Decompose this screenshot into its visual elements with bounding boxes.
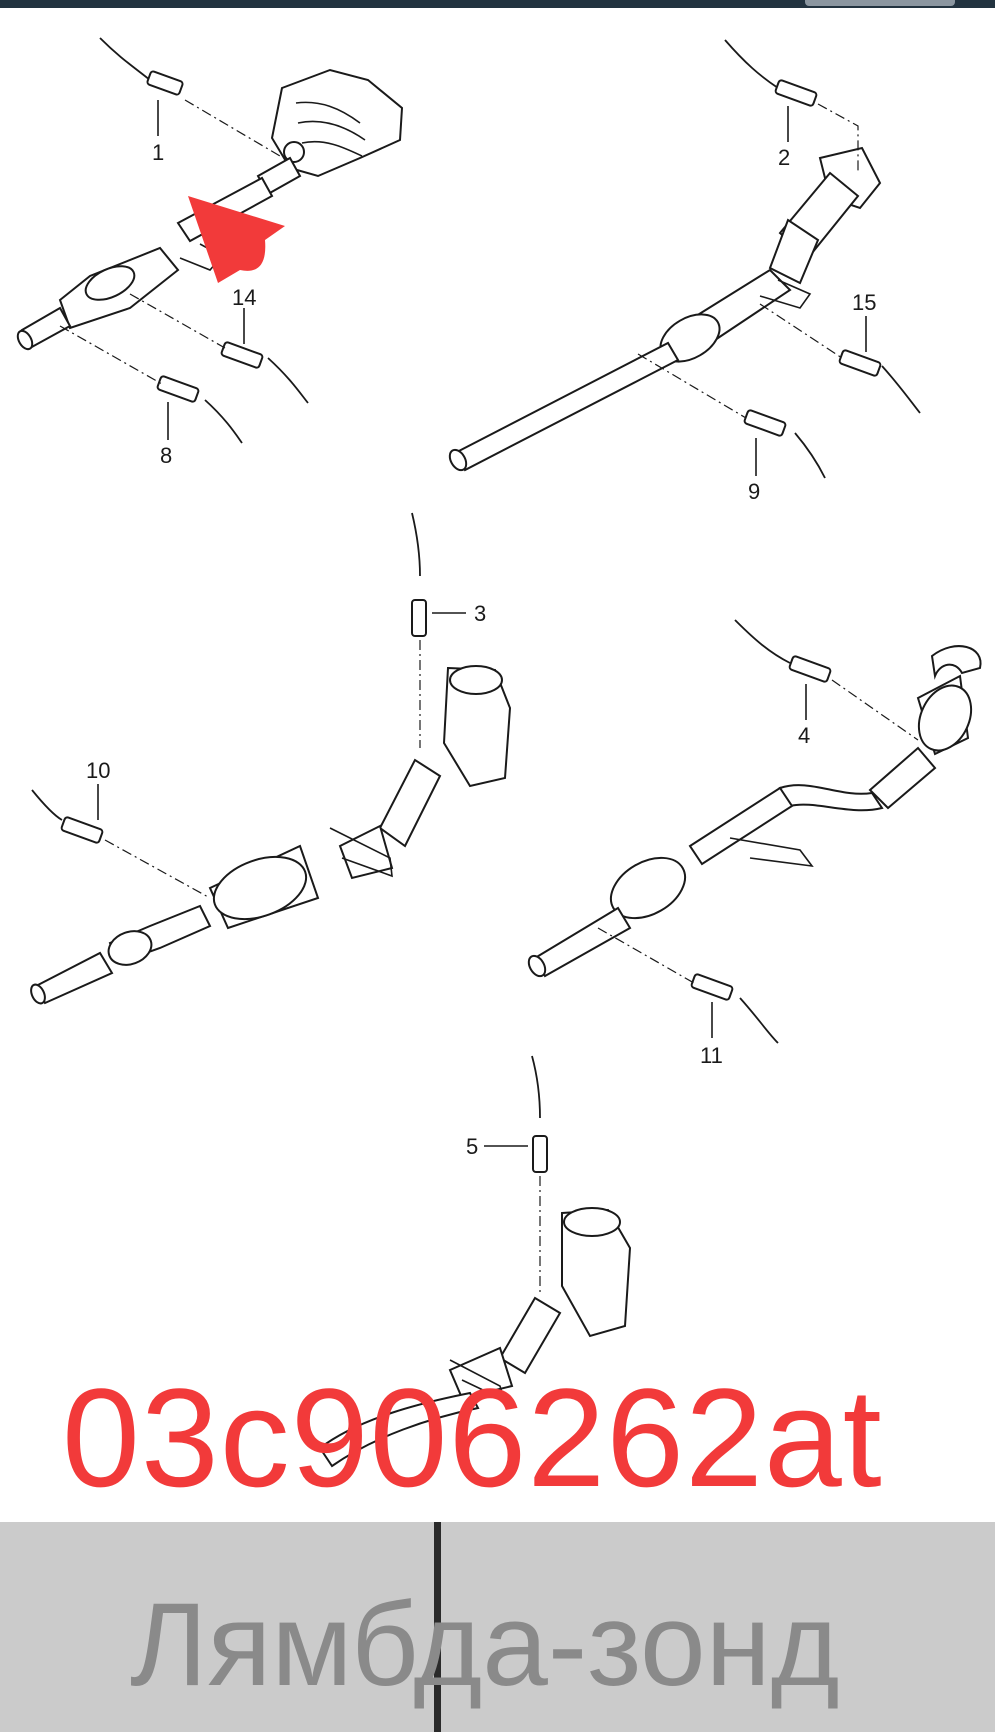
mid-pipe-4	[778, 784, 884, 812]
rear-pipe-4	[533, 906, 632, 978]
dashline-1	[184, 99, 281, 157]
turbo-elbow	[930, 645, 982, 680]
rear-box-mid	[107, 930, 153, 966]
dashline-8	[59, 325, 163, 385]
tail-mid-end	[30, 983, 46, 1005]
manifold-runners	[295, 101, 366, 157]
sensor-3-wire	[411, 512, 421, 577]
sensor-9-body	[743, 409, 787, 437]
dashline-15	[759, 303, 843, 359]
dashline-4	[831, 679, 919, 741]
assembly-bottom	[318, 1055, 632, 1468]
dashline-14	[129, 293, 226, 349]
sensor-11-wire	[739, 997, 779, 1044]
downpipe-5	[498, 1296, 562, 1375]
status-bar	[0, 0, 995, 8]
dashline-9	[637, 353, 747, 419]
flex-mid	[338, 824, 394, 880]
bracket-5	[449, 1359, 506, 1402]
turbo-inlet	[449, 665, 503, 695]
tail-mid	[34, 951, 114, 1005]
sensor-10-wire	[31, 789, 63, 821]
rear-pipe-4-end	[527, 954, 547, 978]
sensor-15-body	[838, 349, 882, 377]
tailpipe-end	[16, 329, 34, 351]
converter-shell	[84, 265, 136, 301]
manifold-flange	[283, 141, 305, 163]
assembly-top-right	[448, 39, 921, 479]
sensor-2-body	[774, 79, 818, 107]
flex-4	[868, 746, 937, 810]
turbo-inlet-5	[563, 1207, 621, 1237]
footer-banner: Лямбда-зонд	[0, 1522, 995, 1732]
sensor-1-wire	[99, 37, 151, 81]
sensor-8-body	[156, 375, 200, 403]
callout-1: 1	[152, 140, 164, 165]
callout-3: 3	[474, 601, 486, 626]
sensor-9-wire	[794, 432, 826, 479]
callout-11: 11	[700, 1043, 723, 1068]
sensor-11-body	[690, 973, 734, 1001]
callout-2: 2	[778, 145, 790, 170]
rear-pipe-end	[448, 448, 468, 472]
silencer-4	[610, 856, 686, 920]
callout-8: 8	[160, 443, 172, 468]
callout-14: 14	[232, 285, 256, 310]
sensor-1-body	[146, 70, 184, 96]
downpipe-mid	[378, 758, 442, 848]
sensor-10-body	[60, 816, 104, 844]
callout-15: 15	[852, 290, 876, 315]
pipe-4	[688, 786, 794, 866]
sensor-15-wire	[881, 365, 921, 414]
sensor-2-wire	[724, 39, 779, 89]
exhaust-diagram-svg: 1 2 3 4 5 8 9 10 11 14 15	[16, 37, 982, 1468]
rear-pipe	[453, 341, 680, 472]
callout-4: 4	[798, 723, 810, 748]
dashline-2	[817, 103, 859, 173]
red-arrow-marker	[188, 196, 285, 283]
sensor-5-body	[532, 1135, 548, 1173]
flex-joint	[768, 218, 820, 285]
bracket-mid	[329, 827, 393, 878]
sensor-14-wire	[267, 357, 309, 404]
assembly-middle-right	[527, 619, 982, 1044]
bracket-right	[759, 279, 812, 309]
callout-10: 10	[86, 758, 110, 783]
bracket-4	[729, 837, 814, 868]
sensor-4-body	[788, 655, 832, 683]
pipe-5	[318, 1391, 480, 1468]
part-number-overlay: 03c906262at	[62, 1359, 883, 1516]
exhaust-diagram: 1 2 3 4 5 8 9 10 11 14 15	[0, 8, 995, 1522]
status-bar-indicator	[805, 0, 955, 6]
callout-5: 5	[466, 1134, 478, 1159]
silencer-shell-mid	[212, 855, 308, 921]
flex-5	[448, 1346, 514, 1400]
footer-label: Лямбда-зонд	[130, 1579, 840, 1711]
sensor-5-wire	[531, 1055, 541, 1119]
dashline-11	[597, 927, 695, 984]
assembly-middle-left	[30, 512, 512, 1005]
assembly-top-left	[16, 37, 404, 444]
sensor-4-wire	[734, 619, 791, 664]
sensor-14-body	[220, 341, 264, 369]
dashline-10	[104, 839, 211, 899]
catalyst-4-shell	[917, 684, 973, 752]
callout-9: 9	[748, 479, 760, 504]
sensor-3-body	[411, 599, 427, 637]
sensor-8-wire	[204, 399, 243, 444]
footer-divider	[434, 1522, 441, 1732]
